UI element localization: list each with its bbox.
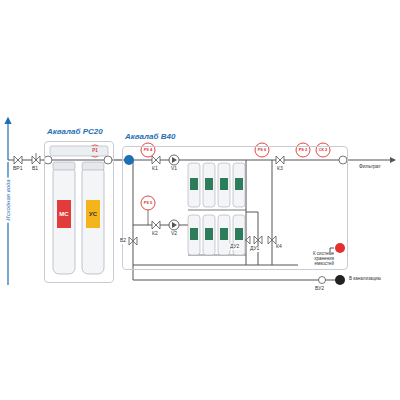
pipe-label: В1: [31, 166, 39, 172]
pipe-label: ВУ2: [314, 286, 325, 292]
pipe-label: К3: [276, 166, 284, 172]
pipe-label: В2: [119, 238, 127, 244]
pipe-connector: [114, 159, 122, 160]
pipe-label: Фильтрат: [358, 164, 382, 170]
pipe-label: V1: [170, 166, 178, 172]
pipe-label: ДУ1: [249, 246, 260, 252]
pipe-label: В канализацию: [348, 277, 382, 282]
unit-box: Аквалаб РС20: [44, 141, 114, 283]
unit-heading: Аквалаб В40: [125, 132, 175, 141]
pipe-label: P1: [92, 149, 98, 154]
pipe-label: К1: [151, 166, 159, 172]
pipe-label: К2: [151, 231, 159, 237]
pipe-label: К4: [275, 244, 283, 250]
pipe-label: К системе хранения емкостей: [298, 252, 334, 267]
pipe-label: МС: [59, 211, 68, 218]
pipe-label: PS 2: [299, 148, 308, 152]
pipe-label: ВР1: [12, 166, 23, 172]
pipe-label: V2: [170, 231, 178, 237]
pipe-label: УС: [89, 211, 97, 218]
pipe-label: Исходная вода: [5, 177, 12, 222]
pipe-label: PS 4: [144, 148, 153, 152]
pipe-label: PS 5: [144, 201, 153, 205]
pipe-label: PS 6: [258, 148, 267, 152]
unit-heading: Аквалаб РС20: [47, 127, 103, 136]
pipe-label: ДУ2: [229, 244, 240, 250]
pipe-label: СК 2: [319, 148, 328, 152]
